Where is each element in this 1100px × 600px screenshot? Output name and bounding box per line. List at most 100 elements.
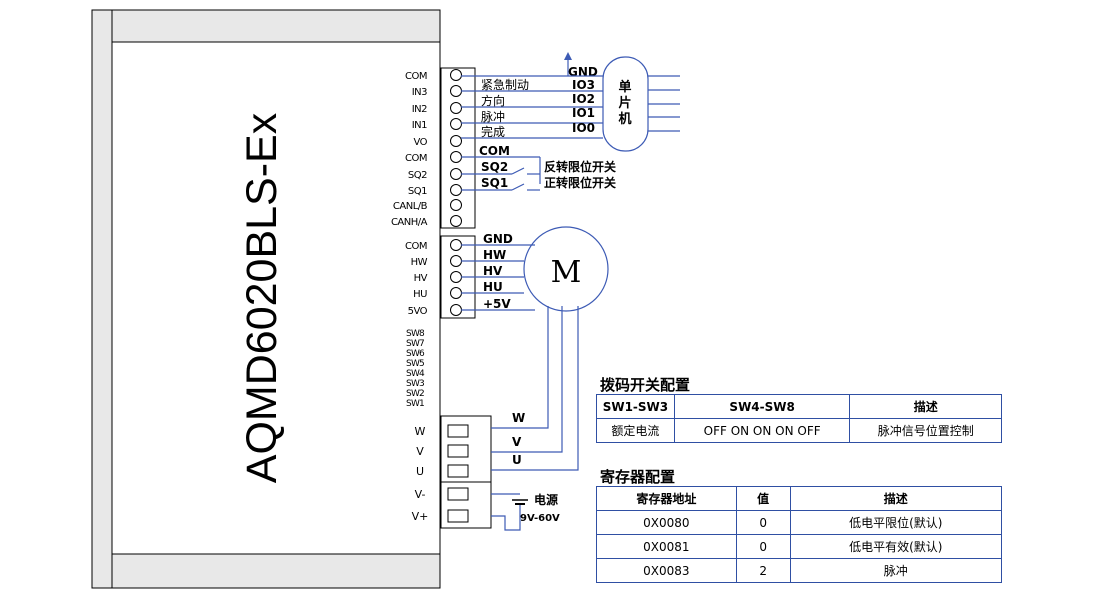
control-pin-label: SQ2 [408, 170, 427, 181]
terminal-screw [450, 85, 462, 97]
hall-pin-label: COM [405, 241, 427, 252]
dip-table-cell-0-0: 额定电流 [596, 418, 675, 443]
reg-table-cell-2-1: 2 [735, 558, 791, 583]
terminal-screw [450, 215, 462, 227]
reg-table-cell-1-2: 低电平有效(默认) [789, 534, 1003, 559]
limit-com-label: COM [479, 144, 510, 158]
mcu-io-label: IO0 [572, 121, 595, 135]
dip-table-title: 拨码开关配置 [600, 376, 691, 394]
hall-pin-label: HV [414, 273, 428, 284]
motor-phase-label: U [512, 453, 522, 467]
reg-table-cell-2-0: 0X0083 [596, 558, 737, 583]
dip-pin-label: SW8 [406, 329, 425, 339]
wire-phase [491, 306, 549, 429]
power-pin-label: V- [415, 488, 426, 501]
reg-table-header-row: 寄存器地址值描述 [596, 486, 1003, 511]
limit-switch-contact [511, 183, 525, 191]
motor-hall-label: HU [483, 280, 503, 294]
dip-table-cell-0-2: 脉冲信号位置控制 [849, 418, 1002, 443]
control-pin-label: CANH/A [391, 217, 428, 228]
hall-pin-label: 5VO [408, 306, 428, 317]
mcu-function-label: 完成 [481, 124, 505, 139]
motor-hall-label: GND [483, 232, 513, 246]
dip-table-header-1: SW4-SW8 [673, 394, 851, 419]
mcu-function-label: 方向 [481, 93, 505, 108]
driver-model-label: AQMD6020BLS-Ex [238, 112, 286, 483]
dip-pin-label: SW4 [406, 369, 425, 379]
motor-phase-label: V [512, 435, 522, 449]
terminal-screw [450, 287, 462, 299]
dip-table-header-0: SW1-SW3 [596, 394, 675, 419]
register-table-title: 寄存器配置 [600, 468, 676, 486]
terminal-socket [447, 464, 469, 478]
dip-pin-label: SW2 [406, 389, 424, 399]
mcu-io-label: IO3 [572, 78, 595, 92]
dip-pin-label: SW3 [406, 379, 424, 389]
dip-table-header-2: 描述 [849, 394, 1002, 419]
terminal-screw [450, 102, 462, 114]
terminal-screw [450, 135, 462, 147]
mcu-io-label: IO1 [572, 106, 595, 120]
control-pin-label: COM [405, 153, 427, 164]
reg-table-header-1: 值 [735, 486, 791, 511]
terminal-socket [447, 509, 469, 523]
reg-table-cell-0-0: 0X0080 [596, 510, 737, 535]
terminal-screw [450, 168, 462, 180]
reg-table-cell-0-1: 0 [735, 510, 791, 535]
motor-body [523, 226, 609, 312]
terminal-screw [450, 184, 462, 196]
limit-switch-contact [511, 167, 525, 175]
terminal-screw [450, 304, 462, 316]
driver-face [111, 41, 441, 555]
mcu-label-char: 机 [618, 111, 631, 127]
motor-phase-label: W [512, 411, 525, 425]
control-pin-label: IN1 [412, 120, 427, 131]
wire-phase [491, 306, 579, 471]
limit-switch-desc: 反转限位开关 [544, 159, 616, 174]
power-pin-label: U [416, 465, 424, 478]
terminal-socket [447, 424, 469, 438]
hall-pin-label: HW [411, 257, 428, 268]
control-pin-label: VO [413, 137, 427, 148]
terminal-screw [450, 151, 462, 163]
control-pin-label: CANL/B [393, 201, 428, 212]
motor-label: M [551, 255, 582, 290]
hall-pin-label: HU [413, 289, 427, 300]
limit-switch-desc: 正转限位开关 [544, 175, 616, 190]
terminal-screw [450, 271, 462, 283]
control-pin-label: COM [405, 71, 427, 82]
motor-hall-label: +5V [483, 297, 511, 311]
control-pin-label: IN2 [412, 104, 427, 115]
reg-table-cell-0-2: 低电平限位(默认) [789, 510, 1003, 535]
control-pin-label: SQ1 [408, 186, 427, 197]
terminal-socket [447, 487, 469, 501]
motor-hall-label: HV [483, 264, 503, 278]
wire-phase [491, 306, 563, 453]
control-pin-label: IN3 [412, 87, 427, 98]
power-supply-range: 9V-60V [520, 513, 560, 524]
mcu-label-char: 单 [618, 79, 631, 95]
limit-switch-label: SQ2 [481, 160, 508, 174]
terminal-screw [450, 239, 462, 251]
gnd-arrow-head [564, 52, 572, 60]
terminal-screw [450, 118, 462, 130]
mcu-gnd-label: GND [568, 65, 598, 79]
dip-pin-label: SW6 [406, 349, 425, 359]
mcu-function-label: 脉冲 [481, 109, 505, 124]
limit-switch-label: SQ1 [481, 176, 508, 190]
reg-table-cell-1-1: 0 [735, 534, 791, 559]
dip-pin-label: SW1 [406, 399, 424, 409]
wire-power-pos [491, 504, 521, 531]
terminal-socket [447, 444, 469, 458]
dip-pin-label: SW5 [406, 359, 424, 369]
motor-hall-label: HW [483, 248, 506, 262]
terminal-screw [450, 255, 462, 267]
mcu-label-char: 片 [618, 95, 631, 111]
